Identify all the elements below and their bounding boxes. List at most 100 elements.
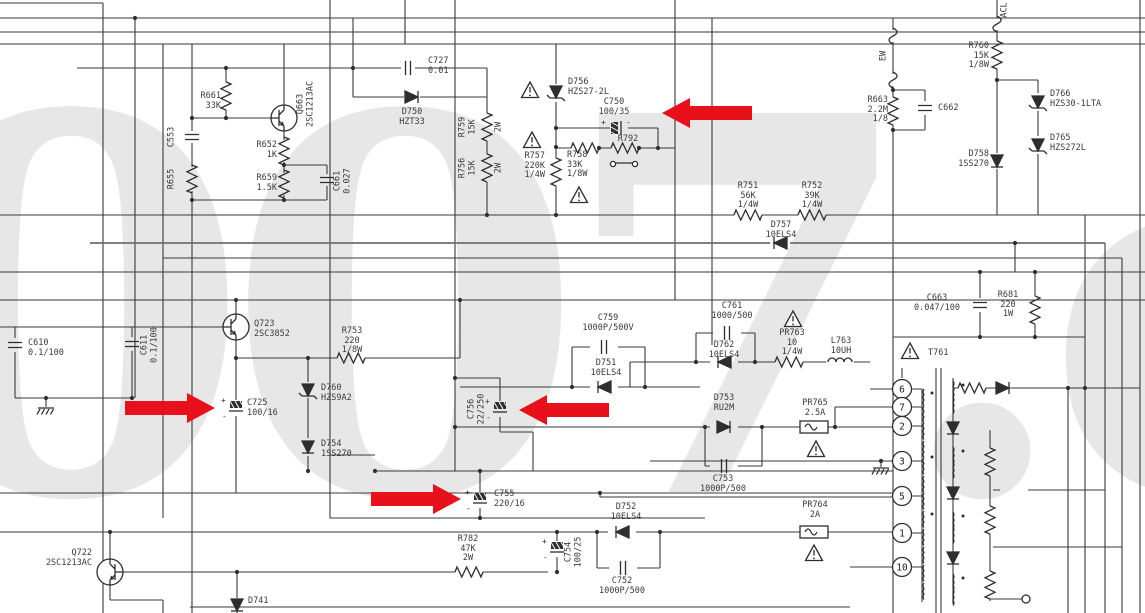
junction-dot — [1082, 385, 1088, 391]
junction-dot — [477, 515, 483, 521]
coil-v-left-icon — [923, 583, 924, 600]
red-arrow-icon — [519, 395, 609, 425]
red-arrow-icon — [125, 393, 215, 423]
inductor-h-icon — [827, 357, 853, 363]
winding-polarity-dot — [930, 455, 934, 459]
svg-text:1: 1 — [899, 528, 905, 539]
winding-polarity-dot — [930, 512, 934, 516]
junction-dot — [890, 87, 896, 93]
capacitor-h-icon — [723, 325, 731, 341]
junction-dot — [305, 468, 311, 474]
junction-dot — [553, 144, 559, 150]
coil-v-left-icon — [923, 423, 924, 440]
junction-dot — [372, 468, 378, 474]
junction-dot — [477, 468, 483, 474]
transformer-pin-2: 2 — [891, 415, 913, 437]
junction-dot — [759, 424, 765, 430]
transformer-pin-6: 6 — [891, 378, 913, 400]
junction-dot — [1032, 269, 1038, 275]
warning-triangle-icon — [900, 342, 920, 360]
coil-v-left-icon — [923, 565, 924, 582]
junction-dot — [554, 569, 560, 575]
capacitor-h-icon — [600, 339, 608, 355]
diode-down-icon — [946, 551, 960, 565]
junction-dot — [693, 359, 699, 365]
jumper-plug-icon — [609, 160, 639, 168]
diode-left-icon — [773, 236, 788, 250]
junction-dot — [655, 145, 661, 151]
capacitor-v-icon — [7, 341, 23, 349]
wire-break-icon — [888, 27, 898, 45]
capacitor-polar-v-icon — [541, 536, 565, 563]
resistor-v-icon — [481, 112, 493, 142]
capacitor-v-icon — [319, 176, 335, 184]
capacitor-h-icon — [619, 560, 627, 576]
resistor-h-icon — [774, 356, 804, 368]
ground-icon — [36, 407, 55, 416]
npn-transistor-m-icon — [97, 559, 123, 585]
svg-text:3: 3 — [899, 456, 905, 467]
resistor-v-icon — [550, 157, 562, 187]
transformer-pin-1: 1 — [891, 522, 913, 544]
junction-dot — [1032, 334, 1038, 340]
resistor-v-icon — [186, 164, 198, 194]
junction-dot — [553, 125, 559, 131]
diode-right-icon — [404, 90, 419, 104]
coil-v-left-icon — [923, 547, 924, 564]
zener-down-icon — [298, 383, 318, 400]
transformer-pin-5: 5 — [891, 485, 913, 507]
junction-dot — [597, 490, 603, 496]
zener-down-icon — [546, 85, 566, 102]
coil-v-left-icon — [923, 476, 924, 493]
capacitor-polar-v-icon — [484, 396, 508, 423]
fuse-icon — [799, 420, 829, 434]
coil-v-left-icon — [923, 529, 924, 546]
junction-dot — [1065, 385, 1071, 391]
junction-dot — [752, 359, 758, 365]
capacitor-polar-h-icon — [600, 117, 632, 137]
coil-v-left-icon — [923, 511, 924, 528]
zener-down-icon — [1028, 138, 1048, 155]
resistor-h-icon — [733, 209, 763, 221]
capacitor-v-icon — [124, 340, 140, 348]
coil-v-left-icon — [923, 441, 924, 458]
transformer-pin-10: 10 — [891, 556, 913, 578]
winding-polarity-dot — [961, 449, 965, 453]
capacitor-v-icon — [184, 133, 200, 141]
winding-polarity-dot — [930, 391, 934, 395]
junction-dot — [189, 115, 195, 121]
junction-dot — [890, 127, 896, 133]
npn-transistor-icon — [222, 313, 250, 341]
junction-dot — [350, 65, 356, 71]
junction-dot — [977, 269, 983, 275]
junction-dot — [878, 458, 884, 464]
diode-left-icon — [717, 355, 732, 369]
coil-v-left-icon — [923, 458, 924, 475]
winding-polarity-dot — [961, 514, 965, 518]
junction-dot — [484, 212, 490, 218]
diode-down-icon — [301, 440, 315, 454]
warning-triangle-icon — [806, 440, 826, 458]
junction-dot — [223, 115, 229, 121]
transformer-pin-7: 7 — [891, 396, 913, 418]
resistor-v-icon — [984, 505, 996, 535]
junction-dot — [189, 197, 195, 203]
resistor-h-icon — [454, 566, 484, 578]
wire-break-icon — [888, 71, 898, 89]
junction-dot — [305, 355, 311, 361]
resistor-v-icon — [481, 153, 493, 183]
junction-dot — [569, 384, 575, 390]
zener-down-icon — [1028, 95, 1048, 112]
diode-left-icon — [615, 525, 630, 539]
coil-v-left-icon — [923, 389, 924, 406]
junction-dot — [994, 77, 1000, 83]
capacitor-h-icon — [404, 60, 412, 76]
diode-right-icon — [995, 381, 1010, 395]
junction-dot — [636, 145, 642, 151]
junction-dot — [452, 375, 458, 381]
junction-dot — [132, 15, 138, 21]
red-arrow-icon — [371, 484, 461, 514]
